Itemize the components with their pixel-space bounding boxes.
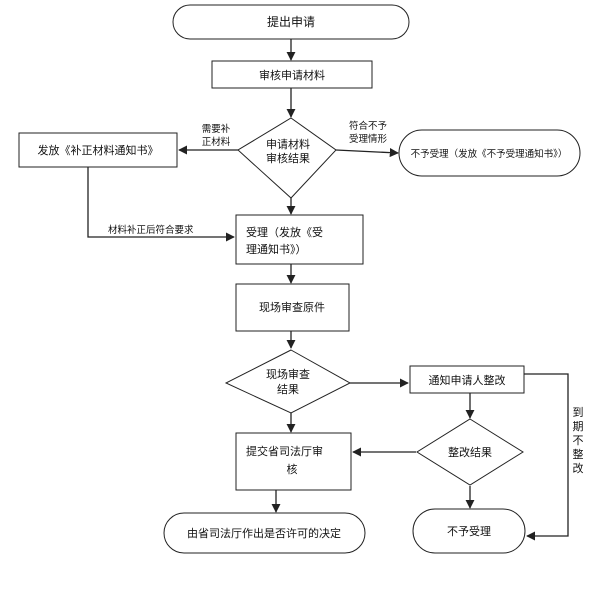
submit-label-line1: 提交省司法厅审	[246, 444, 323, 458]
edge-label-overdue-char: 到	[573, 406, 584, 419]
edge-label-overdue-char: 不	[573, 434, 584, 447]
edge-label-after-supplement: 材料补正后符合要求	[108, 224, 194, 236]
supplement-notice-node	[18, 132, 178, 168]
onsite-result-decision	[224, 349, 352, 414]
submit-label-line2: 核	[287, 462, 298, 476]
submit-node	[235, 432, 352, 491]
edge-label-not-qualified-line1: 符合不予	[349, 120, 388, 132]
start-node	[172, 4, 410, 40]
rectify-result-decision	[416, 418, 524, 486]
accept-label-line1: 受理（发放《受	[246, 225, 323, 239]
edge-label-overdue-char: 期	[573, 420, 584, 433]
not-accepted-node	[412, 508, 526, 554]
rectify-result-label: 整改结果	[448, 445, 492, 459]
edge-label-not-qualified-line2: 受理情形	[349, 133, 388, 145]
onsite-review-label: 现场审查原件	[259, 300, 325, 314]
review-result-label-line2: 审核结果	[266, 151, 310, 165]
review-result-label-line1: 申请材料	[266, 137, 310, 151]
accept-label-line2: 理通知书》）	[246, 242, 307, 256]
rectify-notice-label: 通知申请人整改	[429, 373, 506, 387]
not-accepted-notice-label: 不予受理（发放《不予受理通知书》）	[411, 148, 568, 160]
edge-overdue	[524, 373, 569, 541]
rectify-notice-node	[409, 365, 525, 394]
not-accepted-label: 不予受理	[447, 525, 491, 538]
final-decision-label: 由省司法厅作出是否许可的决定	[187, 526, 341, 540]
review-materials-node	[211, 60, 373, 89]
supplement-notice-label: 发放《补正材料通知书》	[38, 143, 159, 157]
edge-supplement-to-accept	[87, 167, 235, 242]
edge-label-overdue-char: 改	[573, 461, 584, 475]
edge-decision-to-not-accepted	[335, 148, 399, 158]
start-label: 提出申请	[267, 14, 315, 29]
onsite-result-label-line2: 结果	[277, 383, 299, 396]
not-accepted-notice-node	[398, 129, 581, 177]
final-decision-node	[163, 512, 366, 554]
accept-node	[235, 214, 364, 265]
onsite-result-label-line1: 现场审查	[266, 367, 310, 381]
edge-label-overdue-char: 整	[573, 447, 584, 461]
edge-label-needs-supplement-line2: 正材料	[202, 136, 231, 148]
review-materials-label: 审核申请材料	[259, 68, 325, 82]
onsite-review-node	[235, 283, 350, 332]
edge-label-needs-supplement-line1: 需要补	[202, 123, 231, 135]
review-result-decision	[237, 117, 337, 199]
